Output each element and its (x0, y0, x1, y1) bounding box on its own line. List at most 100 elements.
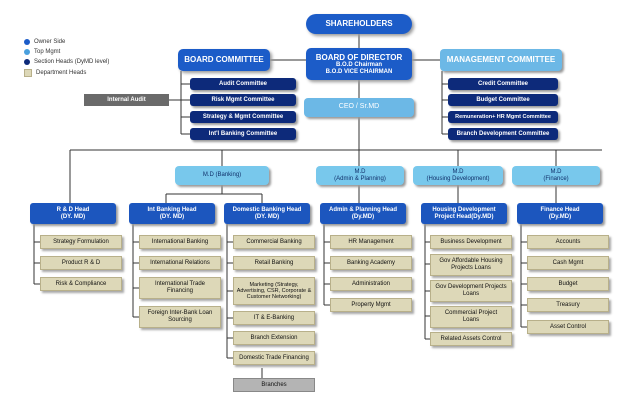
shareholders-box: SHAREHOLDERS (306, 14, 412, 34)
dept-label: HR Management (348, 238, 394, 245)
dept-marketing: Marketing (Strategy, Advertising, CSR, C… (233, 277, 315, 305)
ceo-box: CEO / Sr.MD (304, 98, 414, 117)
dept-commercial-project-loans: Commercial Project Loans (430, 306, 512, 328)
dept-label: Cash Mgmt (552, 259, 584, 266)
head-title: Finance Head (540, 206, 580, 213)
md-title: M.D (452, 168, 464, 175)
intl-banking-committee: Int'l Banking Committee (190, 128, 296, 140)
committee-label: Audit Committee (219, 80, 267, 87)
strategy-mgmt-committee: Strategy & Mgmt Committee (190, 111, 296, 123)
dept-accounts: Accounts (527, 235, 609, 249)
legend-item-department-heads: Department Heads (24, 69, 86, 77)
md-title: M.D (354, 168, 366, 175)
dept-hr-management: HR Management (330, 235, 412, 249)
legend-label: Owner Side (34, 39, 66, 45)
dept-international-banking: International Banking (139, 235, 221, 249)
risk-mgmt-committee: Risk Mgmt Committee (190, 94, 296, 106)
dept-label: Asset Control (549, 323, 586, 330)
dept-domestic-trade-financing: Domestic Trade Financing (233, 351, 315, 365)
committee-label: Int'l Banking Committee (208, 130, 278, 137)
budget-committee: Budget Committee (448, 94, 558, 106)
dept-label: Property Mgmt (351, 301, 391, 308)
md-title: M.D (Banking) (202, 172, 242, 179)
md-banking-box: M.D (Banking) (175, 166, 269, 185)
dept-label: Commercial Banking (246, 238, 302, 245)
board-committee-box: BOARD COMMITTEE (178, 49, 270, 71)
committee-label: Budget Committee (476, 96, 530, 103)
management-committee-title: MANAGEMENT COMMITTEE (446, 55, 556, 65)
dept-label: Business Development (440, 238, 502, 245)
board-of-director-box: BOARD OF DIRECTOR B.O.D Chairman B.O.D V… (306, 48, 412, 80)
dept-label: Foreign Inter-Bank Loan Sourcing (147, 310, 213, 323)
remuneration-hr-committee: Remuneration+ HR Mgmt Committee (448, 111, 558, 123)
shareholders-label: SHAREHOLDERS (325, 19, 393, 29)
dept-strategy-formulation: Strategy Formulation (40, 235, 122, 249)
legend-swatch (24, 59, 30, 65)
dept-related-assets-control: Related Assets Control (430, 332, 512, 346)
dept-label: Risk & Compliance (55, 280, 107, 287)
head-subtitle: (DY. MD) (60, 213, 86, 220)
legend-item-owner-side: Owner Side (24, 39, 65, 45)
head-title: Int Banking Head (147, 206, 197, 213)
dept-gov-development-projects: Gov Development Projects Loans (430, 280, 512, 302)
legend-swatch (24, 69, 32, 77)
dept-cash-mgmt: Cash Mgmt (527, 256, 609, 270)
dept-treasury: Treasury (527, 298, 609, 312)
legend-swatch (24, 39, 30, 45)
dept-label: Gov Affordable Housing Projects Loans (439, 258, 503, 271)
committee-label: Risk Mgmt Committee (211, 96, 275, 103)
head-subtitle: (DY. MD) (254, 213, 280, 220)
credit-committee: Credit Committee (448, 78, 558, 90)
head-subtitle: Project Head(Dy.MD) (434, 213, 494, 220)
board-of-director-title: BOARD OF DIRECTOR (315, 52, 403, 62)
dept-label: Branch Extension (250, 334, 298, 341)
bod-chairman: B.O.D Chairman (335, 61, 382, 68)
md-subtitle: (Housing Development) (426, 175, 490, 182)
dept-label: Gov Development Projects Loans (435, 284, 507, 297)
legend-label: Department Heads (36, 70, 87, 76)
committee-label: Credit Committee (477, 80, 528, 87)
head-title: R & D Head (56, 206, 90, 213)
branches-label: Branches (261, 381, 287, 388)
md-subtitle: (Admin & Planning) (334, 175, 386, 182)
md-housing-development-box: M.D (Housing Development) (413, 166, 503, 185)
housing-development-head-box: Housing Development Project Head(Dy.MD) (421, 203, 507, 224)
committee-label: Remuneration+ HR Mgmt Committee (455, 113, 551, 120)
dept-label: Strategy Formulation (53, 238, 109, 245)
dept-label: International Banking (151, 238, 209, 245)
dept-label: International Relations (150, 259, 210, 266)
bod-vice-chairman: B.O.D VICE CHAIRMAN (325, 68, 393, 75)
legend-swatch (24, 49, 30, 55)
head-title: Admin & Planning Head (328, 206, 397, 213)
dept-international-relations: International Relations (139, 256, 221, 270)
rd-head-box: R & D Head (DY. MD) (30, 203, 116, 224)
ceo-label: CEO / Sr.MD (338, 103, 380, 111)
dept-label: Administration (351, 280, 390, 287)
domestic-banking-head-box: Domestic Banking Head (DY. MD) (224, 203, 310, 224)
internal-audit-label: Internal Audit (107, 96, 146, 103)
head-title: Housing Development (432, 206, 496, 213)
dept-retail-banking: Retail Banking (233, 256, 315, 270)
dept-label: Treasury (556, 301, 580, 308)
head-subtitle: (Dy.MD) (351, 213, 375, 220)
legend-item-top-mgmt: Top Mgmt (24, 49, 60, 55)
dept-label: Marketing (Strategy, Advertising, CSR, C… (236, 281, 312, 301)
dept-branch-extension: Branch Extension (233, 331, 315, 345)
md-admin-planning-box: M.D (Housing Development) (Admin & Plann… (316, 166, 404, 185)
management-committee-box: MANAGEMENT COMMITTEE (440, 49, 562, 71)
dept-label: Banking Academy (346, 259, 396, 266)
int-banking-head-box: Int Banking Head (DY. MD) (129, 203, 215, 224)
dept-foreign-interbank-loan: Foreign Inter-Bank Loan Sourcing (139, 306, 221, 328)
committee-label: Strategy & Mgmt Committee (202, 113, 284, 120)
dept-label: Domestic Trade Financing (239, 354, 309, 361)
dept-label: Retail Banking (254, 259, 294, 266)
md-finance-box: M.D (Finance) (512, 166, 600, 185)
legend-label: Top Mgmt (34, 49, 61, 55)
head-title: Domestic Banking Head (232, 206, 302, 213)
admin-planning-head-box: Admin & Planning Head (Dy.MD) (320, 203, 406, 224)
dept-label: Accounts (555, 238, 581, 245)
finance-head-box: Finance Head (Dy.MD) (517, 203, 603, 224)
branch-development-committee: Branch Development Committee (448, 128, 558, 140)
dept-label: Budget (558, 280, 578, 287)
